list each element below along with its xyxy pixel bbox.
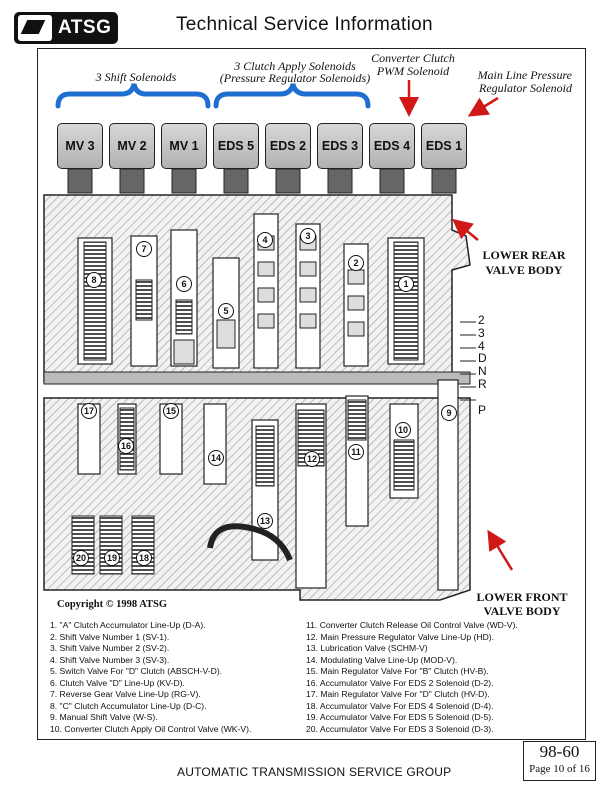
shift-solenoids-label: 3 Shift Solenoids xyxy=(95,70,177,84)
valve-number-2: 2 xyxy=(348,255,364,271)
legend-item: 4. Shift Valve Number 3 (SV-3). xyxy=(50,654,170,665)
gear-3: 3 xyxy=(478,325,485,340)
legend-item: 10. Converter Clutch Apply Oil Control V… xyxy=(50,723,252,734)
front-body-label-2: VALVE BODY xyxy=(483,604,561,618)
gear-n: N xyxy=(478,364,487,379)
page-title: Technical Service Information xyxy=(176,14,433,35)
valve-number-6: 6 xyxy=(176,276,192,292)
rear-body-arrow xyxy=(452,218,479,241)
oil-passage-curve xyxy=(207,523,293,562)
front-body-label-1: LOWER FRONT xyxy=(476,590,568,604)
legend-item: 16. Accumulator Valve For EDS 2 Solenoid… xyxy=(306,677,494,688)
valve-number-16: 16 xyxy=(118,438,134,454)
gear-gap xyxy=(478,391,487,404)
front-body-arrow xyxy=(487,529,514,571)
valve-number-9: 9 xyxy=(441,405,457,421)
valve-number-1: 1 xyxy=(398,276,414,292)
mainline-solenoid-label-1: Main Line Pressure xyxy=(477,68,572,82)
logo-text: ATSG xyxy=(58,17,112,38)
legend-item: 5. Switch Valve For "D" Clutch (ABSCH-V-… xyxy=(50,666,223,676)
upper-springs xyxy=(83,241,419,361)
legend-item: 20. Accumulator Valve For EDS 3 Solenoid… xyxy=(306,723,494,734)
legend-item: 19. Accumulator Valve For EDS 5 Solenoid… xyxy=(306,712,494,722)
clutch-solenoids-brace xyxy=(213,83,371,109)
atsg-logo-mark xyxy=(18,15,52,41)
solenoid-eds3: EDS 3 xyxy=(317,123,363,169)
legend-item: 17. Main Regulator Valve For "D" Clutch … xyxy=(306,689,490,699)
bulletin-number: 98-60 xyxy=(539,742,580,761)
page-number-box: 98-60 Page 10 of 16 xyxy=(523,741,596,781)
valve-number-10: 10 xyxy=(395,422,411,438)
valve-number-11: 11 xyxy=(348,444,364,460)
solenoid-mv1: MV 1 xyxy=(161,123,207,169)
mainline-arrow xyxy=(467,96,499,117)
valve-number-5: 5 xyxy=(218,303,234,319)
solenoid-eds1: EDS 1 xyxy=(421,123,467,169)
legend-left: 1. "A" Clutch Accumulator Line-Up (D-A).… xyxy=(50,620,251,735)
valve-number-17: 17 xyxy=(81,403,97,419)
gear-4: 4 xyxy=(478,338,485,353)
manual-valve-detent xyxy=(460,321,476,401)
converter-solenoid-label-2: PWM Solenoid xyxy=(376,64,450,78)
valve-number-3: 3 xyxy=(300,228,316,244)
gear-2: 2 xyxy=(478,313,485,327)
valve-number-14: 14 xyxy=(208,450,224,466)
solenoid-mv2: MV 2 xyxy=(109,123,155,169)
gear-p: P xyxy=(478,402,487,417)
rear-body-label-2: VALVE BODY xyxy=(485,263,563,277)
legend-item: 8. "C" Clutch Accumulator Line-Up (D-C). xyxy=(50,700,207,711)
gear-position-labels: 2 3 4 D N R P xyxy=(478,314,487,416)
legend-item: 13. Lubrication Valve (SCHM-V) xyxy=(306,643,428,653)
legend-item: 1. "A" Clutch Accumulator Line-Up (D-A). xyxy=(50,620,206,630)
valve-number-4: 4 xyxy=(257,232,273,248)
mainline-solenoid-label-2: Regulator Solenoid xyxy=(479,81,572,95)
valve-number-15: 15 xyxy=(163,403,179,419)
legend-item: 9. Manual Shift Valve (W-S). xyxy=(50,712,158,722)
solenoid-eds5: EDS 5 xyxy=(213,123,259,169)
atsg-logo: ATSG xyxy=(14,12,118,44)
gear-d: D xyxy=(478,351,487,366)
valve-number-19: 19 xyxy=(104,550,120,566)
valve-number-7: 7 xyxy=(136,241,152,257)
separator-plate xyxy=(43,371,471,385)
legend-item: 18. Accumulator Valve For EDS 4 Solenoid… xyxy=(306,700,494,711)
solenoid-eds2: EDS 2 xyxy=(265,123,311,169)
legend-item: 15. Main Regulator Valve For "B" Clutch … xyxy=(306,666,489,676)
legend-item: 11. Converter Clutch Release Oil Control… xyxy=(306,620,518,630)
legend-item: 7. Reverse Gear Valve Line-Up (RG-V). xyxy=(50,689,201,699)
shift-solenoids-brace xyxy=(55,83,211,109)
legend-item: 3. Shift Valve Number 2 (SV-2). xyxy=(50,643,170,653)
solenoid-stems xyxy=(67,168,457,194)
valve-number-20: 20 xyxy=(73,550,89,566)
gear-r: R xyxy=(478,376,487,391)
legend-item: 12. Main Pressure Regulator Valve Line-U… xyxy=(306,631,495,642)
rear-body-label-1: LOWER REAR xyxy=(482,248,566,262)
valve-number-13: 13 xyxy=(257,513,273,529)
valve-number-18: 18 xyxy=(136,550,152,566)
copyright: Copyright © 1998 ATSG xyxy=(57,599,168,610)
solenoid-mv3: MV 3 xyxy=(57,123,103,169)
footer-text: AUTOMATIC TRANSMISSION SERVICE GROUP xyxy=(177,765,452,779)
valve-number-8: 8 xyxy=(86,272,102,288)
converter-solenoid-label-1: Converter Clutch xyxy=(371,51,455,65)
legend-item: 6. Clutch Valve "D" Line-Up (KV-D). xyxy=(50,677,185,688)
legend-right: 11. Converter Clutch Release Oil Control… xyxy=(306,620,518,735)
diagram-frame xyxy=(37,48,586,740)
valve-lands xyxy=(173,235,365,365)
page-indicator: Page 10 of 16 xyxy=(529,763,590,775)
clutch-solenoids-label-1: 3 Clutch Apply Solenoids xyxy=(234,59,356,73)
valve-number-12: 12 xyxy=(304,451,320,467)
clutch-solenoids-label-2: (Pressure Regulator Solenoids) xyxy=(219,71,371,85)
legend-item: 14. Modulating Valve Line-Up (MOD-V). xyxy=(306,654,458,665)
legend-item: 2. Shift Valve Number 1 (SV-1). xyxy=(50,631,170,642)
solenoid-eds4: EDS 4 xyxy=(369,123,415,169)
